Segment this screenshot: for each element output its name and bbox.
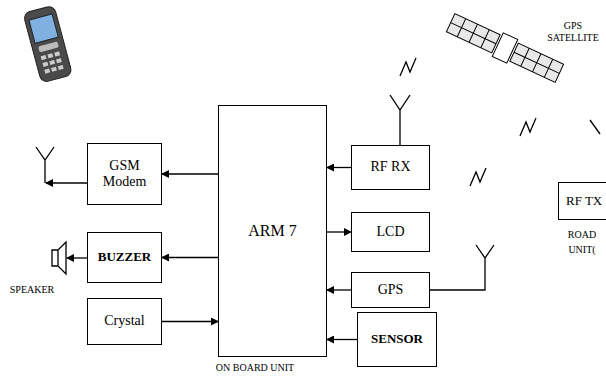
block-label: RF RX bbox=[370, 159, 410, 175]
rf-antenna bbox=[390, 95, 410, 145]
block-label: LCD bbox=[377, 224, 405, 240]
block-box: Crystal bbox=[87, 298, 162, 345]
mobile-phone bbox=[23, 5, 73, 83]
block-box: RF RX bbox=[351, 145, 430, 190]
block-label: ARM 7 bbox=[248, 222, 296, 240]
block-label: GPS bbox=[378, 282, 404, 298]
block-box: LCD bbox=[351, 212, 430, 252]
caption-label: UNIT( bbox=[560, 244, 604, 256]
gps-satellite bbox=[445, 11, 565, 85]
block-box: GSM Modem bbox=[87, 143, 162, 205]
block-label: RF TX bbox=[566, 194, 602, 209]
gsm-antenna bbox=[36, 147, 87, 183]
block-label: Crystal bbox=[104, 313, 144, 329]
signal-arrow bbox=[327, 167, 351, 168]
block-label: GSM Modem bbox=[92, 158, 157, 190]
speaker-symbol bbox=[52, 242, 87, 274]
block-box: BUZZER bbox=[87, 232, 162, 283]
signal-arrow bbox=[162, 321, 218, 322]
block-box: GPS bbox=[351, 272, 430, 308]
caption-label: GPS SATELLITE bbox=[542, 20, 604, 44]
block-box: SENSOR bbox=[357, 312, 437, 367]
block-box: RF TX bbox=[558, 182, 606, 220]
block-box: ARM 7 bbox=[218, 105, 327, 357]
wireless-signal bbox=[400, 58, 600, 186]
signal-arrow bbox=[162, 257, 218, 258]
signal-arrow bbox=[327, 231, 351, 232]
block-label: SENSOR bbox=[371, 332, 423, 347]
caption-label: ROAD bbox=[560, 229, 604, 241]
signal-arrow bbox=[327, 289, 351, 290]
caption-label: SPEAKER bbox=[2, 284, 62, 296]
signal-arrow bbox=[162, 173, 218, 174]
block-label: BUZZER bbox=[98, 250, 151, 265]
caption-label: ON BOARD UNIT bbox=[200, 362, 310, 374]
signal-arrow bbox=[327, 339, 357, 340]
gps-antenna bbox=[430, 245, 494, 290]
